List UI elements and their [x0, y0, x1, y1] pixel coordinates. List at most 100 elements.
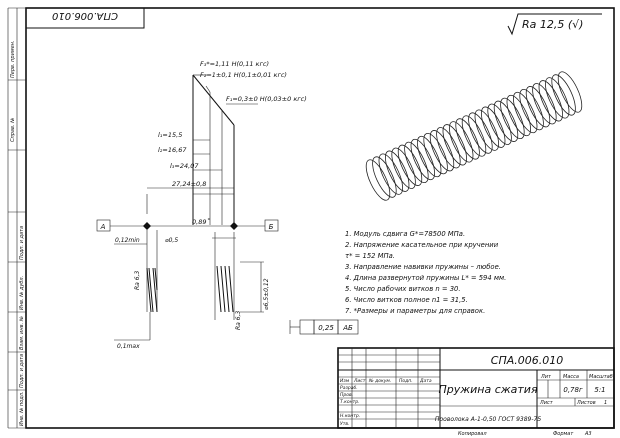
- force-f2: F₂=1±0,1 Н(0,1±0,01 кгс): [200, 71, 287, 79]
- roughness-symbol: Ra 12,5 (√): [507, 13, 602, 36]
- role-approve: Утв.: [340, 421, 349, 427]
- tol-value: 0,25: [318, 324, 334, 332]
- length-l3: l₃=24,07: [170, 162, 199, 170]
- spring-coil: [481, 106, 506, 148]
- spring-coil: [449, 121, 474, 163]
- scale-value: 5:1: [594, 386, 605, 394]
- ra-right: Ra 6,3: [235, 311, 242, 330]
- title-material: Проволока А-1-0,50 ГОСТ 9389-75: [435, 416, 542, 423]
- note-2: 2. Напряжение касательное при кручении: [345, 241, 499, 249]
- dim-d-ext: ⌀6,5±0,12: [263, 278, 270, 310]
- note-4: 4. Длина развернутой пружины L* = 594 мм…: [345, 274, 506, 282]
- spring-coil: [378, 153, 403, 195]
- spring-coil: [372, 156, 397, 198]
- tolerance-frame: 0,25 АБ: [289, 319, 359, 335]
- title-code: СПА.006.010: [491, 354, 563, 367]
- mirrored-code-box: СПА.006.010: [25, 7, 145, 29]
- row-sign: Подп.: [399, 378, 413, 384]
- roughness-text: Ra 12,5 (√): [522, 18, 583, 31]
- tol-base: АБ: [342, 324, 353, 332]
- spring-coil: [436, 127, 461, 169]
- row-doc: № докум.: [368, 378, 391, 384]
- spring-isometric: [365, 71, 583, 201]
- format-label: Формат: [553, 431, 574, 437]
- sheets-value: 1: [604, 400, 607, 406]
- spring-coil: [506, 94, 531, 137]
- datum-b-label: Б: [269, 223, 274, 231]
- spring-coil: [519, 88, 544, 131]
- spring-coil: [397, 144, 423, 186]
- note-2b: τ* = 152 МПа.: [345, 252, 395, 260]
- spring-coil: [404, 141, 429, 184]
- side-label-7: Инв. № подл.: [19, 392, 25, 427]
- spring-coil: [417, 135, 442, 178]
- row-list: Лист: [353, 378, 366, 384]
- spring-coil: [410, 138, 435, 181]
- header-mass: Масса: [563, 374, 579, 380]
- side-label-4: Инв. № дубл.: [19, 276, 25, 310]
- role-checker: Пров.: [340, 392, 353, 398]
- spring-coil: [525, 86, 551, 128]
- dim-wire-d: ⌀0,5: [165, 237, 178, 244]
- dim-min: 0,1max: [117, 343, 140, 350]
- spring-coil: [500, 97, 525, 140]
- role-ncontrol: Н.контр.: [340, 413, 360, 419]
- drawing-frame: [25, 7, 615, 429]
- spring-coil: [545, 77, 570, 119]
- dim-angle: 0,89˚: [192, 218, 210, 226]
- spring-coil: [455, 118, 480, 160]
- note-1: 1. Модуль сдвига G*=78500 МПа.: [345, 230, 465, 238]
- title-block: Изм Лист № докум. Подп. Дата Разраб. Про…: [337, 347, 615, 437]
- sheets-label: Листов: [576, 400, 596, 406]
- header-scale: Масштаб: [589, 374, 613, 380]
- spring-coil: [487, 103, 512, 145]
- dim-gap: 0,12min: [115, 237, 140, 244]
- side-label-6: Подп. и дата: [19, 354, 25, 388]
- datum-a-label: А: [100, 223, 106, 231]
- section-line: А Б 0,89˚: [96, 218, 279, 232]
- header-lit: Лит: [540, 374, 552, 380]
- role-developer: Разраб.: [340, 385, 358, 391]
- mirrored-code: СПА.006.010: [52, 10, 118, 21]
- side-label-1: Перв. примен.: [10, 40, 16, 78]
- role-tcontrol: Т.контр.: [340, 399, 360, 405]
- spring-coil: [461, 115, 487, 157]
- row-date: Дата: [419, 378, 432, 384]
- spring-coil: [365, 159, 391, 201]
- spring-coil: [468, 112, 493, 154]
- spring-coil: [391, 147, 416, 189]
- mass-value: 0,78г: [563, 386, 583, 394]
- side-label-3: Подп. и дата: [19, 226, 25, 260]
- spring-side-view: 0,12min ⌀0,5 Ra 6,3 ⌀6,5±0,12 Ra 6,3 0,1…: [114, 230, 270, 350]
- spring-coil: [442, 124, 467, 166]
- note-7: 7. *Размеры и параметры для справок.: [345, 307, 485, 315]
- length-l1: l₁=15,5: [158, 131, 182, 139]
- spring-coil: [532, 83, 557, 125]
- spring-coil: [493, 100, 519, 142]
- length-l2: l₂=16,67: [158, 146, 187, 154]
- format-value: А3: [584, 431, 592, 437]
- spring-coil: [423, 132, 448, 175]
- spring-coil: [385, 150, 410, 192]
- note-6: 6. Число витков полное n1 = 31,5.: [345, 296, 468, 304]
- note-3: 3. Направление навивки пружины – любое.: [345, 263, 501, 271]
- force-diagram: F₃*=1,11 Н(0,11 кгс) F₂=1±0,1 Н(0,1±0,01…: [146, 60, 307, 225]
- force-f1: F₁=0,3±0 Н(0,03±0 кгс): [226, 95, 307, 103]
- spring-coil: [474, 109, 499, 151]
- spring-coil: [538, 80, 563, 122]
- side-column: Перв. примен. Справ. № Подп. и дата Инв.…: [7, 7, 26, 429]
- note-5: 5. Число рабочих витков n = 30.: [345, 285, 461, 293]
- side-label-5: Взам. инв. №: [19, 316, 25, 350]
- spring-coil: [513, 91, 538, 134]
- force-f3: F₃*=1,11 Н(0,11 кгс): [200, 60, 269, 68]
- row-izm: Изм: [340, 378, 350, 384]
- spring-coil: [551, 74, 576, 116]
- title-name: Пружина сжатия: [438, 383, 538, 396]
- side-label-2: Справ. №: [10, 118, 16, 142]
- spring-coil: [557, 71, 583, 113]
- technical-notes: 1. Модуль сдвига G*=78500 МПа. 2. Напряж…: [345, 230, 506, 315]
- copied-label: Копировал: [458, 431, 487, 437]
- length-l0: 27,24±0,8: [172, 180, 206, 188]
- sheet-label: Лист: [539, 400, 554, 406]
